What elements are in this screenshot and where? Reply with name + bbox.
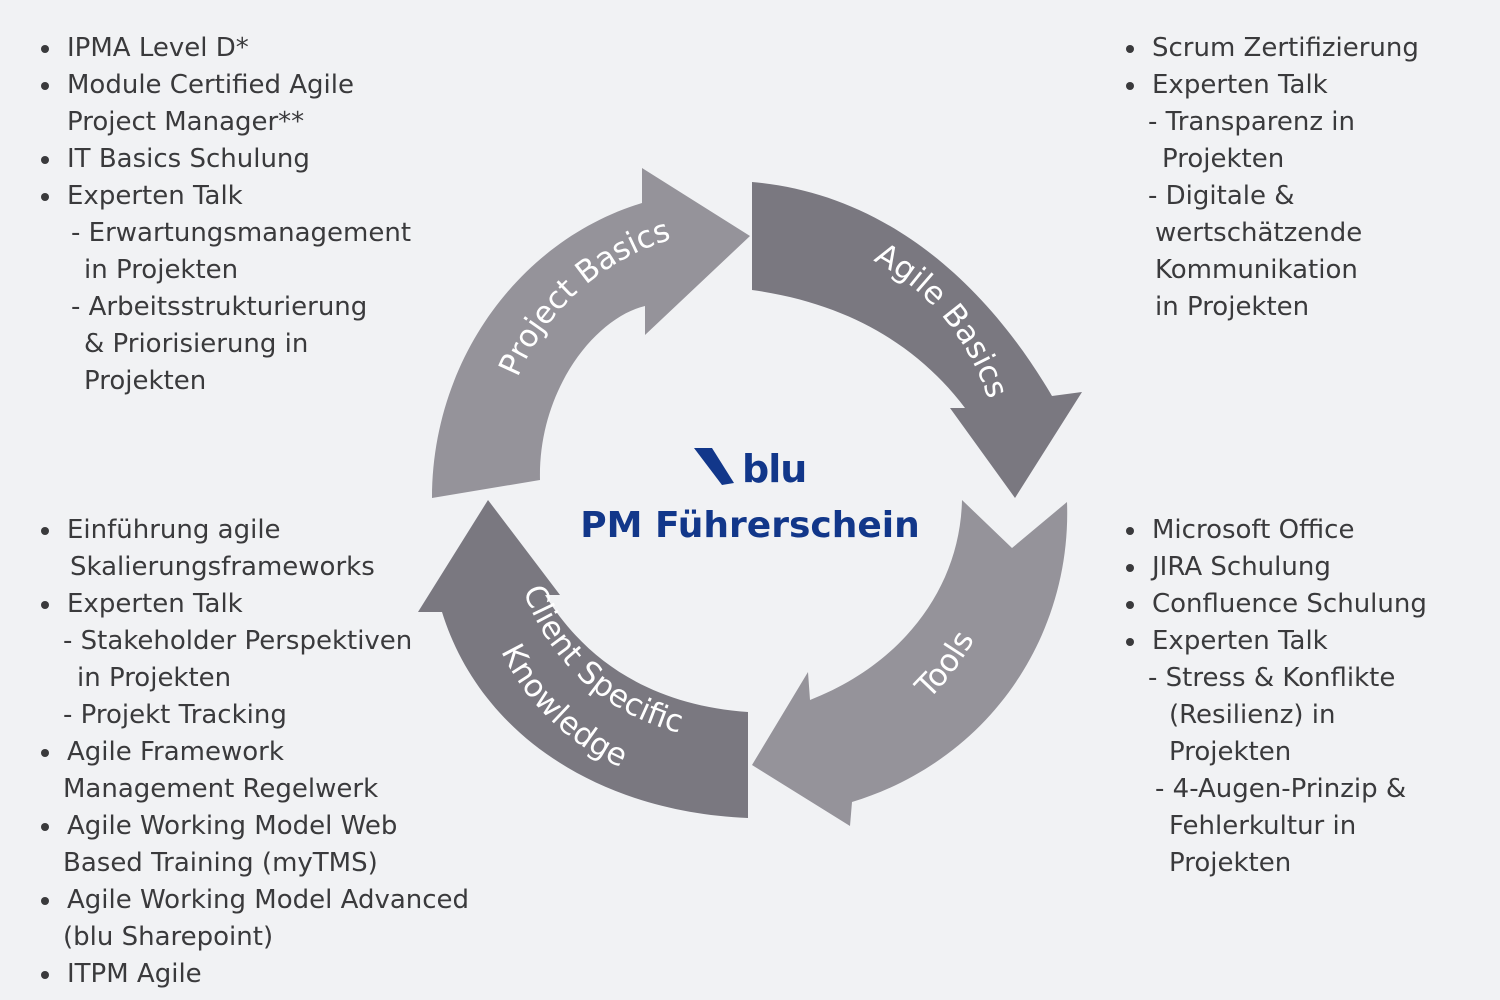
list-item: IPMA Level D* <box>40 30 411 67</box>
list-item: Experten Talk <box>40 586 469 623</box>
list-item: ITPM Agile <box>40 956 469 993</box>
list-item: Experten Talk <box>1126 67 1419 104</box>
list-item-continuation: - Transparenz in <box>1148 107 1355 137</box>
list-item: Agile Working Model Web <box>40 808 469 845</box>
list-item-continuation: Management Regelwerk <box>63 774 379 804</box>
list-item: Microsoft Office <box>1126 512 1427 549</box>
list-item: Agile Framework <box>40 734 469 771</box>
list-item: Scrum Zertifizierung <box>1126 30 1419 67</box>
list-item-continuation: - 4-Augen-Prinzip & <box>1155 774 1407 804</box>
list-item-continuation: Projekten <box>84 366 207 396</box>
list-item: Confluence Schulung <box>1126 586 1427 623</box>
list-item-continuation: Skalierungsframeworks <box>70 552 375 582</box>
list-item-continuation: in Projekten <box>84 255 239 285</box>
list-item: Experten Talk <box>1126 623 1427 660</box>
list-item-continuation: - Arbeitsstrukturierung <box>71 292 368 322</box>
tools-arrow <box>752 500 1068 826</box>
list-item-continuation: (Resilienz) in <box>1169 700 1336 730</box>
list-item-continuation: - Erwartungsmanagement <box>71 218 412 248</box>
list-item-continuation: Kommunikation <box>1155 255 1358 285</box>
list-item: Experten Talk <box>40 178 411 215</box>
list-item-continuation: - Digitale & <box>1148 181 1295 211</box>
list-item-continuation: & Priorisierung in <box>84 329 309 359</box>
list-item-continuation: (blu Sharepoint) <box>63 922 274 952</box>
list-item-continuation: Based Training (myTMS) <box>63 848 378 878</box>
list-item-continuation: wertschätzende <box>1155 218 1363 248</box>
list-item: Module Certified Agile <box>40 67 411 104</box>
list-item-continuation: in Projekten <box>1155 292 1310 322</box>
list-item-continuation: Projekten <box>1162 144 1285 174</box>
client-knowledge-arrow <box>418 500 748 818</box>
agile-basics-arrow <box>752 182 1082 498</box>
brand-name: blu <box>742 447 807 491</box>
list-item-continuation: Fehlerkultur in <box>1169 811 1357 841</box>
list-item-continuation: - Projekt Tracking <box>63 700 287 730</box>
list-item: JIRA Schulung <box>1126 549 1427 586</box>
blu-logo-mark-icon <box>694 448 734 485</box>
project-basics-arrow <box>432 168 750 498</box>
list-item-continuation: - Stress & Konflikte <box>1148 663 1396 693</box>
list-item-continuation: Projekten <box>1169 848 1292 878</box>
list-item: Einführung agile <box>40 512 469 549</box>
list-item: Agile Working Model Advanced <box>40 882 469 919</box>
list-item-continuation: - Stakeholder Perspektiven <box>63 626 413 656</box>
list-item-continuation: Projekten <box>1169 737 1292 767</box>
list-item-continuation: in Projekten <box>77 663 232 693</box>
list-item: IT Basics Schulung <box>40 141 411 178</box>
center-title: PM Führerschein <box>580 505 920 546</box>
list-item-continuation: Project Manager** <box>67 107 305 137</box>
